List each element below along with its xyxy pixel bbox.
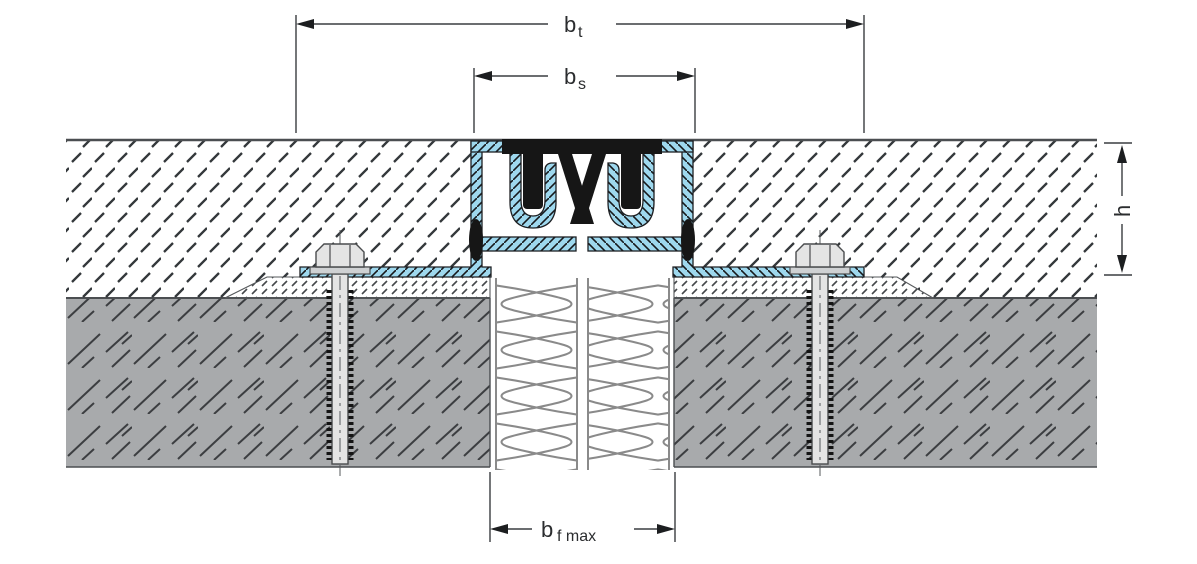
- concrete-slab: [66, 297, 1097, 468]
- mineral-wool-right-column: [588, 278, 669, 470]
- mineral-wool-filling: [495, 278, 670, 470]
- dim-bs-sub: s: [578, 76, 586, 93]
- dim-bt-sub: t: [578, 24, 583, 41]
- screed-right: [693, 140, 1097, 298]
- dim-bf-sub: f max: [557, 528, 596, 545]
- dimension-bf-max: b f max: [489, 472, 676, 545]
- screed-left: [66, 140, 471, 298]
- elastomer-insert: [502, 139, 662, 224]
- dim-bf-base: b: [541, 517, 553, 542]
- concrete-slab-left: [66, 298, 490, 467]
- mortar-bed: [224, 276, 936, 299]
- mineral-wool-left-column: [496, 278, 577, 470]
- joint-profile: [299, 139, 865, 278]
- screed-layer: [66, 138, 1097, 298]
- dimension-h: h: [1104, 142, 1135, 276]
- dimension-bs: b s: [473, 64, 696, 133]
- dim-bs-base: b: [564, 64, 576, 89]
- concrete-slab-right: [674, 298, 1097, 467]
- dimension-bt: b t: [295, 12, 865, 133]
- mortar-bed-left: [224, 276, 491, 299]
- dim-bt-base: b: [564, 12, 576, 37]
- mortar-bed-right: [673, 276, 936, 299]
- dim-h-base: h: [1110, 205, 1135, 217]
